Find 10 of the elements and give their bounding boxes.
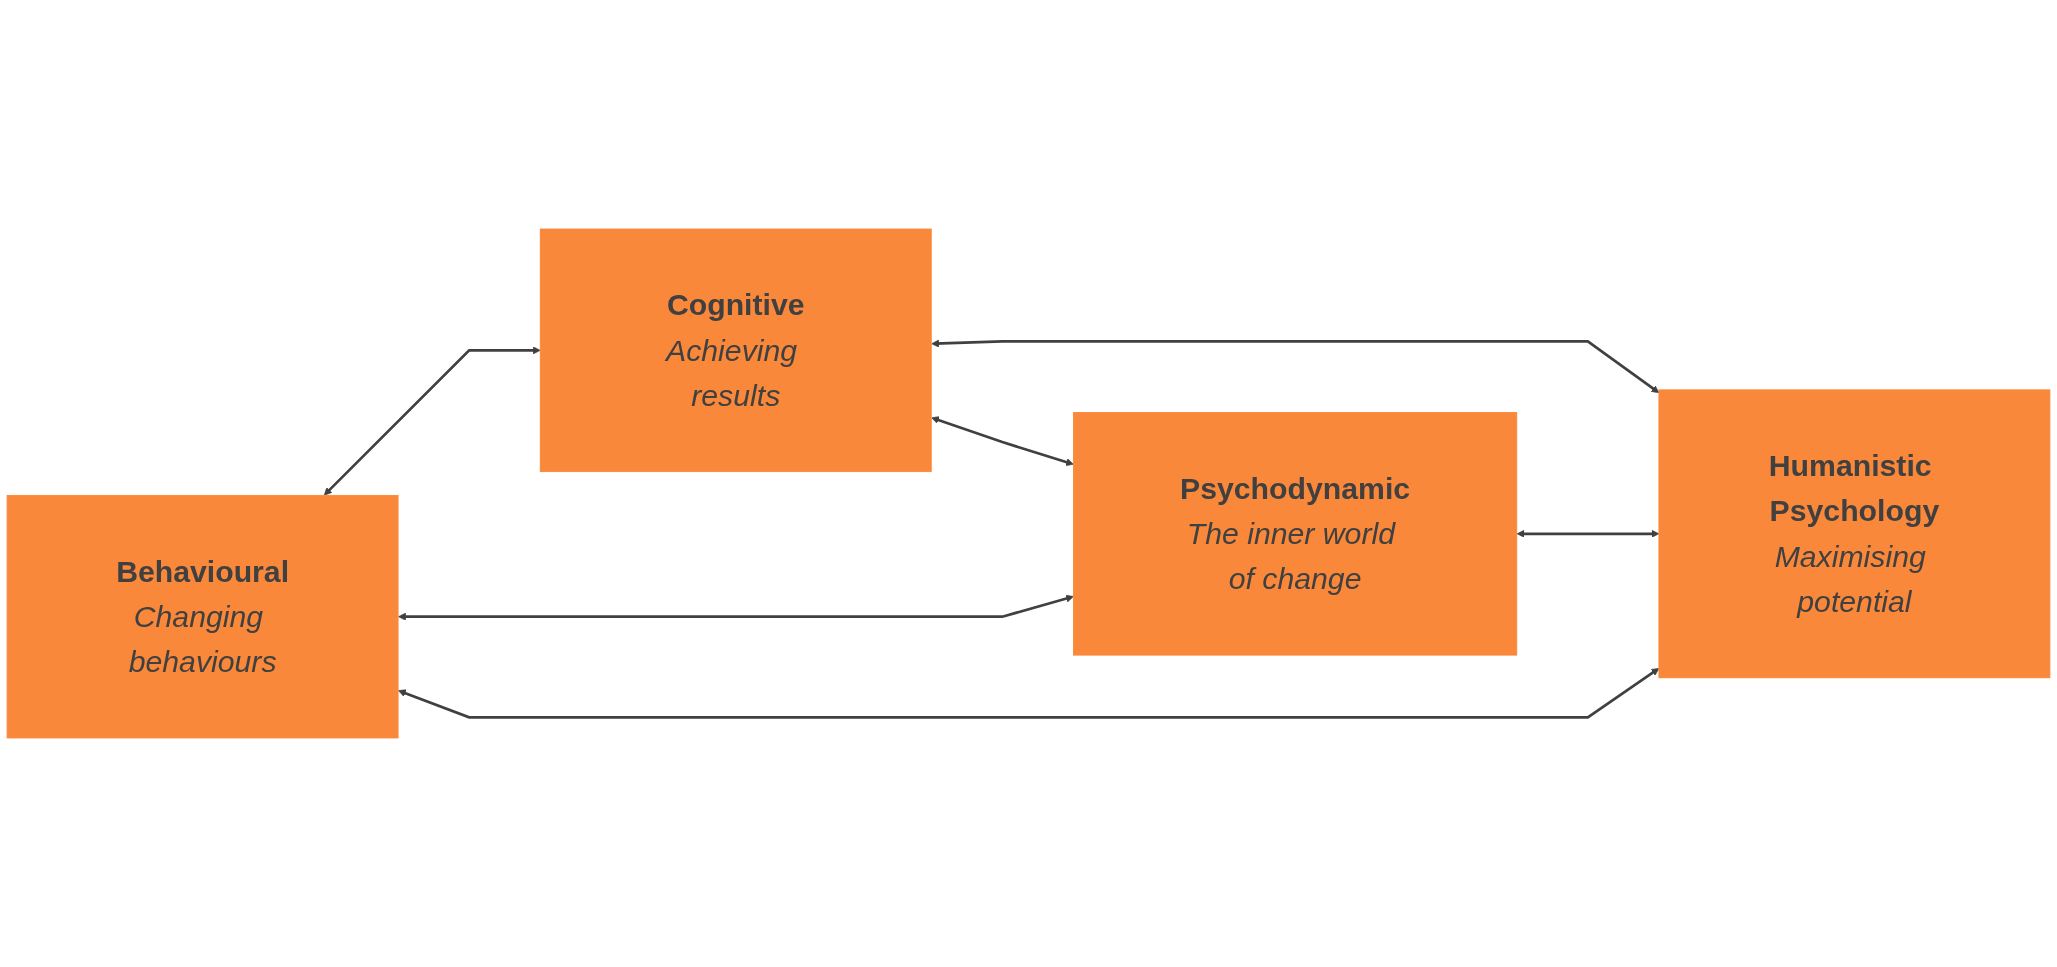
- node-box: Cognitive Achieving results: [539, 228, 932, 473]
- arrow: [931, 339, 1660, 394]
- node-box: Humanistic Psychology Maximising potential: [1658, 389, 2051, 679]
- node-box: Behavioural Changing behaviours: [6, 494, 399, 739]
- arrow: [931, 416, 1074, 466]
- arrow: [398, 668, 1660, 719]
- arrow: [323, 346, 541, 496]
- arrow: [398, 594, 1074, 621]
- arrow: [1516, 529, 1660, 538]
- node-box: Psychodynamic The inner world of change: [1072, 412, 1518, 656]
